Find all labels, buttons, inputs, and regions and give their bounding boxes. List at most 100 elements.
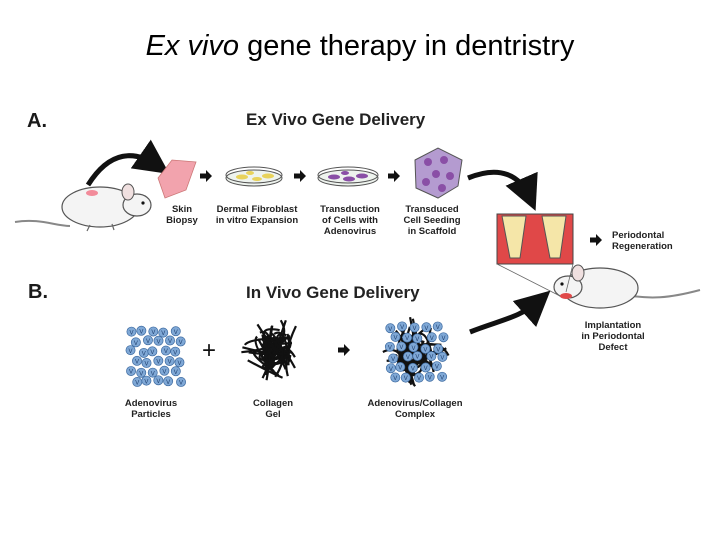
virus-glyph: V bbox=[415, 337, 419, 343]
virus-particle bbox=[396, 341, 407, 352]
virus-glyph: V bbox=[405, 336, 409, 342]
collagen-fiber bbox=[400, 344, 417, 387]
virus-particle bbox=[420, 343, 431, 354]
virus-glyph: V bbox=[406, 355, 410, 361]
virus-glyph: V bbox=[436, 347, 440, 353]
virus-glyph: V bbox=[179, 381, 183, 387]
scaffold-illustration bbox=[414, 147, 463, 199]
plus-sign: + bbox=[202, 337, 216, 364]
caption-collagen-gel: Collagen Gel bbox=[248, 398, 298, 420]
virus-glyph: V bbox=[435, 365, 439, 371]
virus-particle bbox=[438, 332, 449, 343]
virus-particle bbox=[384, 341, 395, 352]
caption-dermal-fibroblast: Dermal Fibroblast in vitro Expansion bbox=[208, 204, 306, 226]
virus-particle bbox=[414, 372, 424, 383]
virus-particle bbox=[153, 375, 164, 386]
virus-glyph: V bbox=[134, 341, 138, 347]
caption-line: Adenovirus bbox=[124, 398, 178, 409]
curved-arrow-a1 bbox=[85, 139, 170, 187]
virus-glyph: V bbox=[174, 370, 178, 376]
virus-particle bbox=[421, 322, 432, 333]
virus-particle bbox=[141, 358, 152, 368]
virus-glyph: V bbox=[156, 339, 160, 345]
periodontal-defect-illustration bbox=[496, 213, 574, 265]
collagen-fiber bbox=[264, 332, 284, 369]
virus-particle bbox=[176, 376, 186, 387]
virus-particle bbox=[125, 345, 136, 356]
virus-glyph: V bbox=[129, 349, 133, 355]
virus-particle bbox=[424, 371, 435, 382]
collagen-fiber bbox=[263, 340, 280, 356]
caption-line: in Scaffold bbox=[407, 226, 457, 237]
caption-line: in vitro Expansion bbox=[215, 215, 299, 226]
collagen-fiber bbox=[268, 343, 278, 358]
virus-particle bbox=[163, 376, 174, 387]
caption-line: Implantation bbox=[584, 320, 642, 331]
virus-glyph: V bbox=[399, 345, 403, 351]
virus-glyph: V bbox=[424, 326, 428, 332]
virus-glyph: V bbox=[164, 349, 168, 355]
title-italic: Ex vivo bbox=[145, 30, 240, 62]
step-arrow-1 bbox=[200, 170, 212, 182]
virus-particle bbox=[385, 323, 396, 334]
virus-glyph: V bbox=[156, 359, 160, 365]
curved-arrow-b bbox=[469, 290, 551, 335]
virus-glyph: V bbox=[423, 347, 427, 353]
virus-glyph: V bbox=[168, 360, 172, 366]
virus-particle bbox=[407, 362, 418, 373]
virus-particle bbox=[175, 336, 186, 347]
virus-glyph: V bbox=[168, 339, 172, 345]
virus-particle bbox=[136, 367, 147, 378]
virus-glyph: V bbox=[440, 355, 444, 361]
petri-dish-fibroblast bbox=[225, 166, 283, 187]
virus-glyph: V bbox=[129, 330, 133, 336]
virus-glyph: V bbox=[391, 357, 395, 363]
virus-glyph: V bbox=[179, 340, 183, 346]
virus-particle bbox=[432, 321, 443, 332]
virus-glyph: V bbox=[135, 381, 139, 387]
virus-particle bbox=[148, 326, 159, 337]
virus-glyph: V bbox=[388, 345, 392, 351]
virus-particle bbox=[164, 356, 175, 366]
virus-particle bbox=[412, 351, 423, 361]
skin-biopsy-illustration bbox=[157, 159, 197, 199]
virus-glyph: V bbox=[424, 366, 428, 372]
donor-mouse-illustration bbox=[14, 183, 152, 232]
virus-glyph: V bbox=[393, 376, 397, 382]
virus-glyph: V bbox=[411, 366, 415, 372]
virus-particle bbox=[431, 361, 442, 372]
collagen-gel-illustration bbox=[241, 319, 297, 381]
virus-particle bbox=[141, 375, 152, 386]
virus-particle bbox=[433, 343, 444, 354]
virus-particle bbox=[147, 367, 158, 378]
section-a-letter: A. bbox=[27, 110, 47, 132]
caption-line: Transduced bbox=[405, 204, 459, 215]
caption-line: Skin bbox=[171, 204, 193, 215]
collagen-fiber bbox=[252, 350, 280, 377]
virus-glyph: V bbox=[415, 355, 419, 361]
virus-particle bbox=[437, 371, 448, 382]
virus-particle bbox=[412, 333, 423, 344]
virus-particle bbox=[126, 326, 137, 337]
virus-particle bbox=[132, 355, 142, 366]
virus-glyph: V bbox=[145, 362, 149, 368]
caption-line: Periodontal bbox=[612, 230, 665, 241]
step-arrow-3 bbox=[388, 170, 400, 182]
virus-particle bbox=[385, 363, 396, 374]
virus-particle bbox=[402, 332, 413, 343]
virus-particle bbox=[159, 365, 170, 376]
section-b-letter: B. bbox=[28, 281, 48, 303]
virus-glyph: V bbox=[150, 350, 154, 356]
virus-glyph: V bbox=[173, 350, 177, 356]
virus-particle bbox=[147, 346, 158, 357]
virus-particle bbox=[400, 372, 411, 383]
caption-line: Particles bbox=[131, 409, 171, 420]
virus-glyph: V bbox=[161, 331, 165, 337]
virus-particle bbox=[408, 342, 419, 353]
virus-glyph: V bbox=[142, 352, 146, 358]
caption-line: of Cells with bbox=[322, 215, 378, 226]
petri-dish-transduction bbox=[317, 166, 379, 187]
